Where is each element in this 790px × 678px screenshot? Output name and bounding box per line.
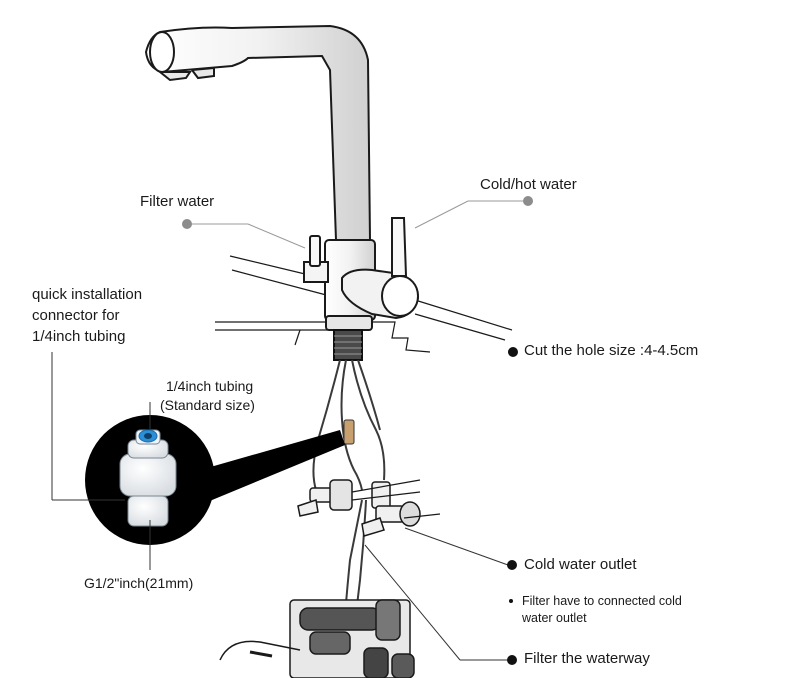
filter-water-dot [182, 219, 192, 229]
supply-hoses [312, 359, 386, 641]
callout-wedge [200, 430, 345, 505]
thread-size-label: G1/2"inch(21mm) [84, 575, 194, 591]
filter-unit [289, 599, 415, 678]
cold-hot-water-dot [523, 196, 533, 206]
quick-connector-label-line2: connector for [32, 307, 120, 324]
cold-outlet-label: Cold water outlet [524, 556, 637, 573]
filter-note-dot [509, 599, 513, 603]
angle-valves [297, 479, 421, 537]
cut-hole-label: Cut the hole size :4-4.5cm [524, 342, 699, 359]
filter-waterway-dot [507, 655, 517, 665]
filter-note-line2: water outlet [522, 611, 587, 625]
tubing-label-line2: (Standard size) [160, 397, 255, 413]
filter-note-line1: Filter have to connected cold [522, 594, 682, 608]
hose-coupling [343, 419, 355, 445]
leader-lines [51, 200, 528, 661]
faucet [144, 24, 420, 361]
quick-connector-label-line3: 1/4inch tubing [32, 328, 126, 345]
cold-hot-water-label: Cold/hot water [480, 176, 577, 193]
cut-hole-dot [508, 347, 518, 357]
tubing-label-line1: 1/4inch tubing [166, 378, 254, 394]
filter-inlet-pipe [219, 640, 301, 661]
quick-connector-label-line1: quick installation [32, 286, 143, 303]
cold-outlet-dot [507, 560, 517, 570]
quick-connector [119, 429, 177, 527]
countertop [215, 255, 513, 353]
filter-waterway-label: Filter the waterway [524, 650, 650, 667]
wall-pipes [351, 479, 441, 519]
filter-water-label: Filter water [140, 193, 215, 210]
